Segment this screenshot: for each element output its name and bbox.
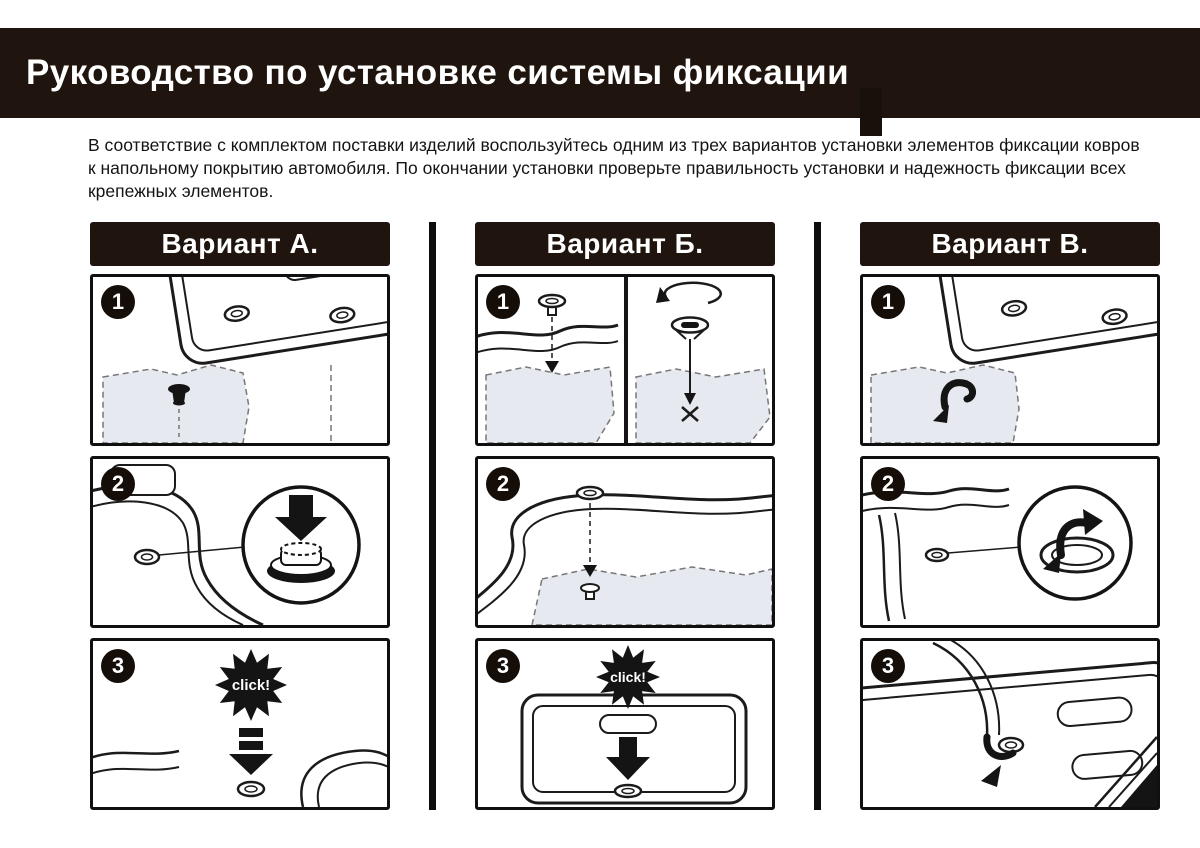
press-down-arrow-icon: [275, 495, 327, 541]
illustration-b2-align-over-stud: [478, 485, 772, 625]
hook-turn-icon: [1043, 509, 1103, 573]
rotate-arrow-icon: [663, 281, 722, 305]
title-square-mark: [860, 88, 882, 136]
variant-b-step-2-panel: 2: [475, 456, 775, 628]
variant-a-step-2-panel: 2: [90, 456, 390, 628]
grommet-pin-icon: [168, 384, 190, 406]
title-bar: Руководство по установке системы фиксаци…: [0, 28, 1200, 136]
variant-v-step-2-panel: 2: [860, 456, 1160, 628]
variants-container: Вариант А. 1: [90, 222, 1160, 810]
click-label: click!: [610, 669, 646, 685]
illustration-a1-mat-over-grommet: [102, 277, 387, 443]
variant-a-step-1-panel: 1: [90, 274, 390, 446]
intro-text: В соответствие с комплектом поставки изд…: [88, 135, 1140, 202]
floor-stud-icon: [580, 583, 600, 600]
variant-v-header: Вариант В.: [860, 222, 1160, 266]
column-divider: [429, 222, 436, 810]
clip-button-icon: [537, 293, 567, 316]
magnifier-circle: [1017, 485, 1133, 601]
page-title: Руководство по установке системы фиксаци…: [26, 53, 849, 92]
variant-b-header: Вариант Б.: [475, 222, 775, 266]
step-number-badge: 3: [871, 649, 905, 683]
step-number-badge: 1: [486, 285, 520, 319]
click-starburst-icon: click!: [596, 645, 660, 709]
variant-b-step-3-panel: 3 click!: [475, 638, 775, 810]
click-starburst-icon: click!: [215, 649, 287, 721]
mat-corner-wedge: [1121, 765, 1157, 807]
variant-v-step-1-panel: 1: [860, 274, 1160, 446]
step-number-badge: 1: [871, 285, 905, 319]
sub-panel-divider: [624, 277, 628, 443]
screw-fastener-icon: [670, 316, 710, 340]
step-number-badge: 2: [101, 467, 135, 501]
variant-b-step-1-panel: 1: [475, 274, 775, 446]
variant-a-step-3-panel: 3 click!: [90, 638, 390, 810]
variant-v-step-3-panel: 3: [860, 638, 1160, 810]
step-number-badge: 3: [101, 649, 135, 683]
hook-icon: [933, 379, 976, 423]
variant-v-column: Вариант В. 1: [860, 222, 1160, 810]
illustration-v3-hooked-mat: [863, 641, 1157, 807]
press-down-arrow-icon: [606, 737, 650, 780]
step-number-badge: 3: [486, 649, 520, 683]
variant-a-header: Вариант А.: [90, 222, 390, 266]
step-number-badge: 2: [486, 467, 520, 501]
variant-b-column: Вариант Б. 1: [475, 222, 775, 810]
illustration-v1-mat-over-hook: [870, 277, 1157, 443]
illustration-a2-press-fastener-zoom: [93, 464, 361, 625]
illustration-b1-clip-and-screw: [478, 277, 771, 443]
click-label: click!: [232, 677, 270, 694]
illustration-v2-hook-through-eyelet-zoom: [863, 485, 1133, 622]
illustration-a3-click-lock: click!: [93, 649, 387, 807]
hook-icon: [981, 733, 1017, 787]
step-number-badge: 1: [101, 285, 135, 319]
push-down-arrow-icon: [229, 754, 273, 775]
step-number-badge: 2: [871, 467, 905, 501]
column-divider: [814, 222, 821, 810]
illustration-b3-click-lock: click!: [520, 645, 748, 805]
target-x-mark: [681, 406, 699, 422]
variant-a-column: Вариант А. 1: [90, 222, 390, 810]
fastener-clip-icon: [267, 542, 335, 583]
